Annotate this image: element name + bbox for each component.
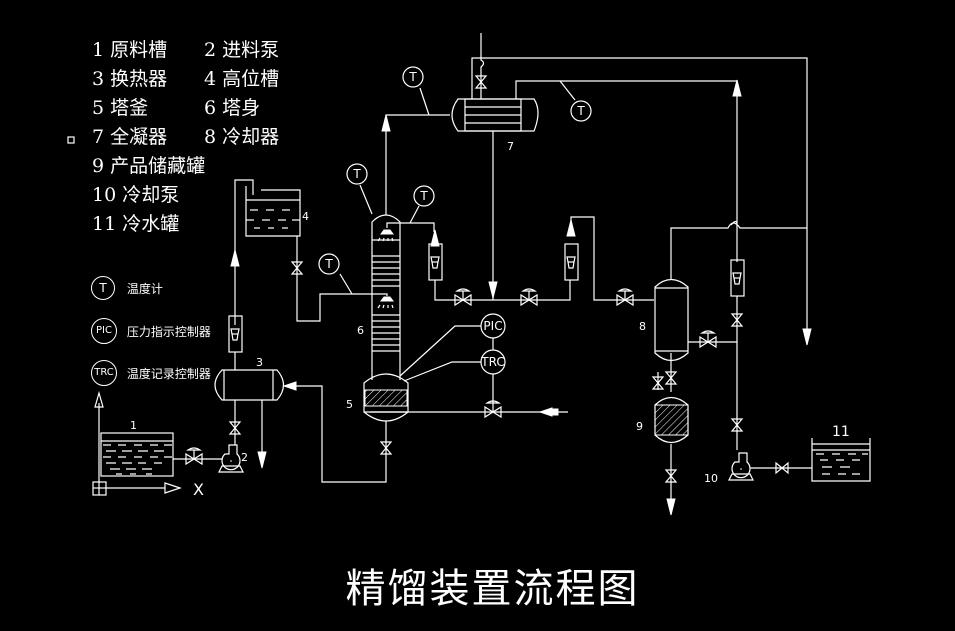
legend-item: 5 塔釜: [92, 97, 149, 119]
high-tank-4[interactable]: [245, 186, 301, 237]
temp-gauge-feed: [318, 253, 340, 275]
legend-item: 3 换热器: [92, 68, 168, 90]
condenser-7[interactable]: [451, 98, 539, 132]
feed-pump-2[interactable]: [218, 444, 244, 473]
page-title: 精馏装置流程图: [345, 566, 640, 612]
legend-item: 11 冷水罐: [92, 213, 180, 235]
equipment-label-9: 9: [636, 420, 643, 433]
small-square-marker: [67, 136, 75, 144]
svg-text:T: T: [324, 257, 333, 271]
equipment-label-10: 10: [704, 472, 718, 485]
cooler-8[interactable]: [654, 278, 689, 362]
heat-exchanger-3[interactable]: [214, 369, 285, 401]
equipment-label-1: 1: [130, 419, 137, 432]
legend-item: 10 冷却泵: [92, 184, 180, 206]
equipment-label-7: 7: [507, 140, 514, 153]
symbol-key-item: T 温度计: [91, 276, 163, 300]
legend-item: 1 原料槽: [92, 39, 168, 61]
legend-item: 7 全凝器: [92, 126, 168, 148]
equipment-label-8: 8: [639, 320, 646, 333]
svg-text:T: T: [576, 104, 585, 118]
equipment-label-4: 4: [302, 210, 309, 223]
symbol-label: 压力指示控制器: [126, 324, 211, 339]
symbol-key-item: PIC 压力指示控制器: [91, 318, 211, 344]
legend-item: 2 进料泵: [204, 39, 280, 61]
reboiler-5[interactable]: [363, 373, 409, 422]
temp-gauge-column: [346, 163, 368, 185]
temp-gauge-column-top: [413, 185, 435, 207]
raw-tank-1[interactable]: [100, 432, 174, 477]
svg-text:PIC: PIC: [483, 319, 502, 333]
equipment-label-6: 6: [357, 324, 364, 337]
pic-icon: PIC: [91, 318, 117, 344]
temp-gauge-condenser-out: [570, 100, 592, 122]
temp-gauge-icon: T: [91, 276, 115, 300]
column-6[interactable]: [371, 214, 401, 380]
equipment-label-11: 11: [832, 424, 850, 440]
equipment-label-3: 3: [256, 356, 263, 369]
svg-text:T: T: [408, 70, 417, 84]
temp-gauge-vapor: [402, 66, 424, 88]
svg-text:T: T: [352, 167, 361, 181]
legend-item: 6 塔身: [204, 97, 261, 119]
legend-item: 8 冷却器: [204, 126, 280, 148]
x-mark: X: [193, 480, 204, 499]
symbol-label: 温度计: [126, 281, 163, 296]
legend-item: 4 高位槽: [204, 68, 280, 90]
trc-icon: TRC: [91, 360, 117, 386]
symbol-key-item: TRC 温度记录控制器: [91, 360, 211, 386]
legend-item: 9 产品储藏罐: [92, 155, 206, 177]
equipment-label-2: 2: [241, 451, 248, 464]
product-tank-9[interactable]: [654, 396, 689, 444]
cooling-pump-10[interactable]: [728, 452, 754, 481]
symbol-label: 温度记录控制器: [126, 366, 211, 381]
cold-water-tank-11[interactable]: [811, 438, 871, 482]
svg-text:T: T: [419, 189, 428, 203]
equipment-label-5: 5: [346, 398, 353, 411]
svg-text:TRC: TRC: [480, 355, 504, 369]
